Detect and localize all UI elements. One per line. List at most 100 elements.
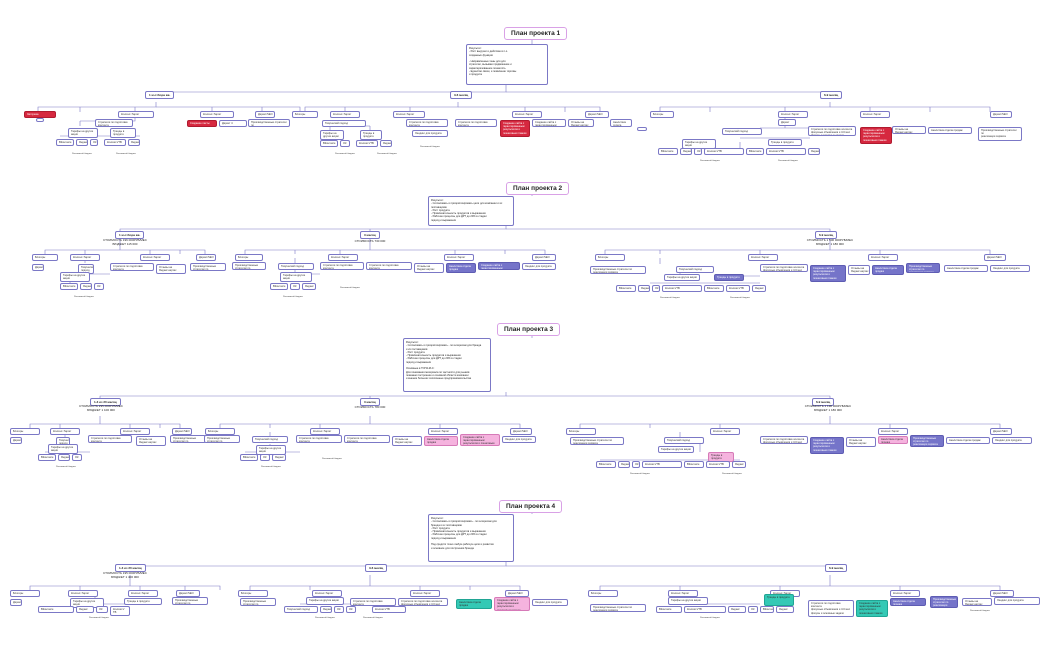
- plan-1-p3-vk[interactable]: ВКонтакте: [658, 148, 678, 156]
- plan-1-p2-tariff[interactable]: Тарифы на другие акции: [320, 130, 344, 141]
- plan-2-p3-blogers[interactable]: Блогеры: [595, 254, 625, 262]
- plan-2-strategy[interactable]: Стратегия по подготовке контента фокусны…: [110, 263, 154, 271]
- plan-3-p3-violet-b[interactable]: Производственные стратегии по реализации…: [910, 435, 944, 447]
- plan-2-p3-seo[interactable]: Директ/SEO: [984, 254, 1006, 262]
- plan-1-p2-landing[interactable]: Лендинг для продукта: [412, 130, 448, 138]
- plan-4-p2-pink[interactable]: Создание сайта с гарантированным результ…: [494, 597, 530, 611]
- plan-3-p3-ok[interactable]: ОК: [632, 461, 640, 469]
- plan-2-p3-yandex-2[interactable]: Яндекс: [752, 285, 766, 293]
- plan-1-p2-vk[interactable]: ВКонтакте: [320, 140, 338, 148]
- plan-2-p2-yandex[interactable]: Яндекс: [302, 283, 316, 291]
- plan-4-p2-perform[interactable]: Производственные стратегии по реализации…: [240, 598, 276, 606]
- plan-1-content-2[interactable]: Контент-Таргет: [200, 111, 234, 119]
- plan-4-p3-strategy[interactable]: Стратегия по подготовке контента фокусны…: [808, 600, 854, 617]
- plan-3-vk[interactable]: ВКонтакте: [38, 454, 56, 462]
- plan-2-p2-content[interactable]: Контент-Таргет: [328, 254, 358, 262]
- plan-4-p2-teal[interactable]: Аналитика отдела продаж: [456, 599, 492, 610]
- plan-4-p2-ok-2[interactable]: ОК: [346, 606, 356, 614]
- plan-2-blogers[interactable]: Блогеры: [32, 254, 58, 262]
- plan-1-p2-strategy-b[interactable]: Стратегия по подготовке контента фокусны…: [455, 119, 497, 127]
- plan-1-direct[interactable]: Директ 4: [219, 120, 247, 128]
- plan-1-p2-content[interactable]: Контент-Таргет: [330, 111, 360, 119]
- plan-1-p2-yandex[interactable]: Яндекс: [380, 140, 392, 148]
- plan-4-p3-reviews[interactable]: Отзывы на Яндекс.картах: [962, 598, 992, 606]
- plan-3-seo[interactable]: Директ/SEO: [172, 428, 192, 436]
- plan-3-p2-perform[interactable]: Производственные стратегии по реализации…: [204, 435, 240, 443]
- plan-1-p3-seo[interactable]: Директ/SEO: [990, 111, 1012, 119]
- plan-1-p2-analytics[interactable]: Аналитика отдела продаж: [610, 119, 632, 127]
- plan-1-p2-content-b[interactable]: Контент-Таргет: [393, 111, 425, 119]
- plan-1-p3-ok[interactable]: ОК: [694, 148, 702, 156]
- plan-3-strategy[interactable]: Стратегия по подготовке контента фокусны…: [88, 435, 132, 443]
- plan-4-p2-blogers[interactable]: Блогеры: [238, 590, 268, 598]
- plan-2-p2-violet-b[interactable]: Создание сайта с гарантированным результ…: [478, 262, 520, 270]
- plan-4-p3-teal[interactable]: Тренды в продукте: [764, 594, 794, 606]
- plan-1-p3-content[interactable]: Контент-Таргет: [778, 111, 808, 119]
- plan-2-p2-content-b[interactable]: Контент-Таргет: [444, 254, 474, 262]
- plan-2-p2-tariff[interactable]: Тарифы на другие акции: [280, 272, 312, 283]
- plan-2-p2-blogers[interactable]: Блогеры: [235, 254, 263, 262]
- plan-2-p2-ok[interactable]: ОК: [290, 283, 300, 291]
- plan-3-p3-content-b[interactable]: Контент-Таргет: [878, 428, 908, 436]
- plan-3-dir[interactable]: Директ: [10, 437, 22, 445]
- plan-4-p2-youtube[interactable]: Контекст/ТВ: [372, 606, 406, 614]
- plan-2-p3-reviews[interactable]: Отзывы на Яндекс.картах: [848, 265, 870, 276]
- plan-4-vk[interactable]: ВКонтакте: [38, 606, 74, 614]
- plan-3-p2-vk[interactable]: ВКонтакте: [240, 454, 258, 462]
- plan-1-p2-youtube[interactable]: Контекст/ТВ: [356, 140, 378, 148]
- plan-3-p2-creative[interactable]: Творческий подход: [252, 436, 288, 444]
- plan-1-yandex-2[interactable]: Яндекс: [128, 139, 140, 147]
- plan-2-seo[interactable]: Директ/SEO: [196, 254, 216, 262]
- plan-1-vk[interactable]: ВКонтакте: [56, 139, 74, 147]
- plan-3-p3-yandex-2[interactable]: Яндекс: [732, 461, 746, 469]
- plan-1-p3-creative[interactable]: Творческий подход: [722, 128, 762, 136]
- plan-4-p3-teal-b[interactable]: Создание сайта с гарантированным результ…: [856, 600, 888, 617]
- plan-2-p3-youtube-2[interactable]: Контекст/ТВ: [726, 285, 750, 293]
- plan-2-p3-vk-2[interactable]: ВКонтакте: [704, 285, 724, 293]
- plan-4-blogers[interactable]: Блогеры: [10, 590, 40, 598]
- plan-3-yandex[interactable]: Яндекс: [58, 454, 70, 462]
- plan-1-tariff[interactable]: Тарифы на другие акции: [68, 128, 98, 139]
- plan-3-phase-2[interactable]: 3 месяц: [360, 398, 380, 406]
- plan-1-p3-yandex-2[interactable]: Яндекс: [808, 148, 820, 156]
- plan-1-p3-blogers[interactable]: Блогеры: [650, 111, 674, 119]
- plan-2-p2-seo[interactable]: Директ/SEO: [532, 254, 556, 262]
- plan-3-p3-tariff[interactable]: Тарифы на другие акции: [658, 446, 694, 454]
- plan-3-ok[interactable]: ОК: [72, 454, 82, 462]
- plan-2-p3-landing[interactable]: Лендинг для продукта: [990, 265, 1030, 273]
- plan-1-p3-analytics[interactable]: Аналитика отдела продаж: [928, 127, 972, 135]
- plan-2-ok[interactable]: ОК: [94, 283, 104, 291]
- plan-3-p3-perform[interactable]: Производственные стратегии по реализации…: [570, 437, 624, 445]
- plan-3-p2-blogers[interactable]: Блогеры: [205, 428, 235, 436]
- plan-1-p2-reviews[interactable]: Отзывы на Яндекс.картах: [568, 119, 594, 127]
- plan-1-perform[interactable]: Производственные стратегии по реализации…: [248, 119, 290, 127]
- plan-2-p3-yandex[interactable]: Яндекс: [638, 285, 650, 293]
- plan-1-seo[interactable]: Директ/SEO: [255, 111, 275, 119]
- plan-4-p3-ok[interactable]: ОК: [748, 606, 758, 614]
- plan-1-p2-red[interactable]: Создание сайта с гарантированным результ…: [500, 120, 530, 137]
- plan-3-tariff[interactable]: Тарифы на другие акции: [48, 444, 78, 455]
- plan-2-p2-reviews[interactable]: Отзывы на Яндекс.картах: [414, 263, 444, 274]
- plan-2-p3-perform[interactable]: Производственные стратегии по реализации…: [590, 266, 646, 274]
- plan-3-p3-youtube-2[interactable]: Контекст/ТВ: [706, 461, 730, 469]
- plan-4-p3-tariff[interactable]: Тарифы на другие акции: [668, 597, 708, 605]
- plan-2-p2-violet[interactable]: Аналитика отдела продаж: [446, 263, 476, 274]
- plan-3-p3-seo[interactable]: Директ/SEO: [990, 428, 1012, 436]
- plan-4-p2-yandex[interactable]: Яндекс: [320, 606, 332, 614]
- plan-1-p2-creative[interactable]: Творческий подход: [322, 120, 366, 128]
- plan-3-p3-yandex[interactable]: Яндекс: [618, 461, 630, 469]
- plan-3-reviews[interactable]: Отзывы на Яндекс.картах: [136, 436, 166, 447]
- plan-3-p3-blogers[interactable]: Блогеры: [566, 428, 596, 436]
- plan-2-p3-violet[interactable]: Создание сайта с гарантированным результ…: [810, 265, 846, 282]
- plan-1-p2-blogers[interactable]: Блогеры: [292, 111, 318, 119]
- plan-3-p3-pink[interactable]: Аналитика отдела продаж: [878, 436, 908, 444]
- plan-3-p2-seo[interactable]: Директ/SEO: [510, 428, 532, 436]
- plan-2-phase-1[interactable]: 1 м.отбора вв.: [115, 231, 145, 239]
- plan-1-p3-youtube-2[interactable]: Контекст/ТВ: [766, 148, 806, 156]
- plan-1-p2-site[interactable]: Создание сайта с гарантированным результ…: [532, 119, 566, 127]
- plan-3-p2-strategy[interactable]: Стратегия по подготовке контента фокусны…: [296, 435, 342, 443]
- plan-2-p3-trends[interactable]: Тренды в продукте: [714, 274, 744, 282]
- plan-2-p3-tariff[interactable]: Тарифы на другие акции: [664, 274, 700, 282]
- plan-4-p2-tariff[interactable]: Тарифы на другие акции: [306, 597, 344, 605]
- plan-2-phase-2[interactable]: 3 месяц: [360, 231, 380, 239]
